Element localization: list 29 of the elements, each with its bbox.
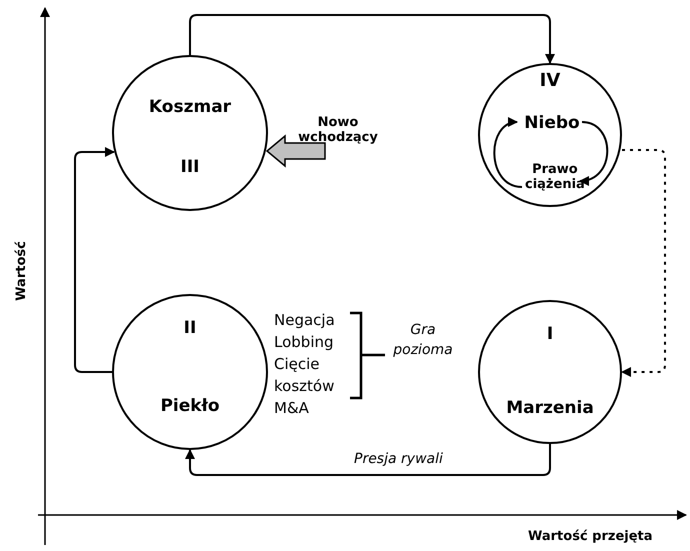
- arrow: [493, 118, 522, 188]
- node-text: Niebo: [524, 114, 580, 134]
- arrow: [579, 121, 608, 185]
- list-item: Lobbing: [274, 332, 335, 353]
- node-title: Marzenia: [506, 399, 594, 419]
- node-title: Koszmar: [148, 98, 232, 118]
- list-item: Cięcie kosztów: [274, 354, 336, 397]
- node-title: Piekło: [160, 397, 220, 417]
- group-label: Gra pozioma: [392, 321, 454, 360]
- dotted-arrow: [621, 149, 666, 377]
- axis-label: Wartość: [13, 240, 30, 303]
- circle-node: [478, 63, 622, 207]
- node-title: III: [180, 158, 200, 178]
- list-item: M&A: [274, 398, 310, 419]
- list-item: Negacja: [274, 310, 336, 331]
- node-title: II: [184, 319, 196, 339]
- edge-label: Presja rywali: [352, 451, 445, 467]
- circle-node: [112, 294, 268, 450]
- circle-node: [112, 55, 268, 211]
- node-text: Nowo wchodzący: [297, 116, 379, 146]
- block-arrow: [266, 134, 326, 168]
- node-text: Prawo ciążenia: [525, 163, 585, 193]
- arrow: [74, 147, 115, 373]
- circle-node: [478, 300, 622, 444]
- arrow: [189, 14, 555, 64]
- node-title: I: [546, 325, 554, 345]
- axis-label: Wartość przejęta: [528, 528, 654, 546]
- node-title: IV: [540, 71, 560, 92]
- arrow: [185, 444, 551, 476]
